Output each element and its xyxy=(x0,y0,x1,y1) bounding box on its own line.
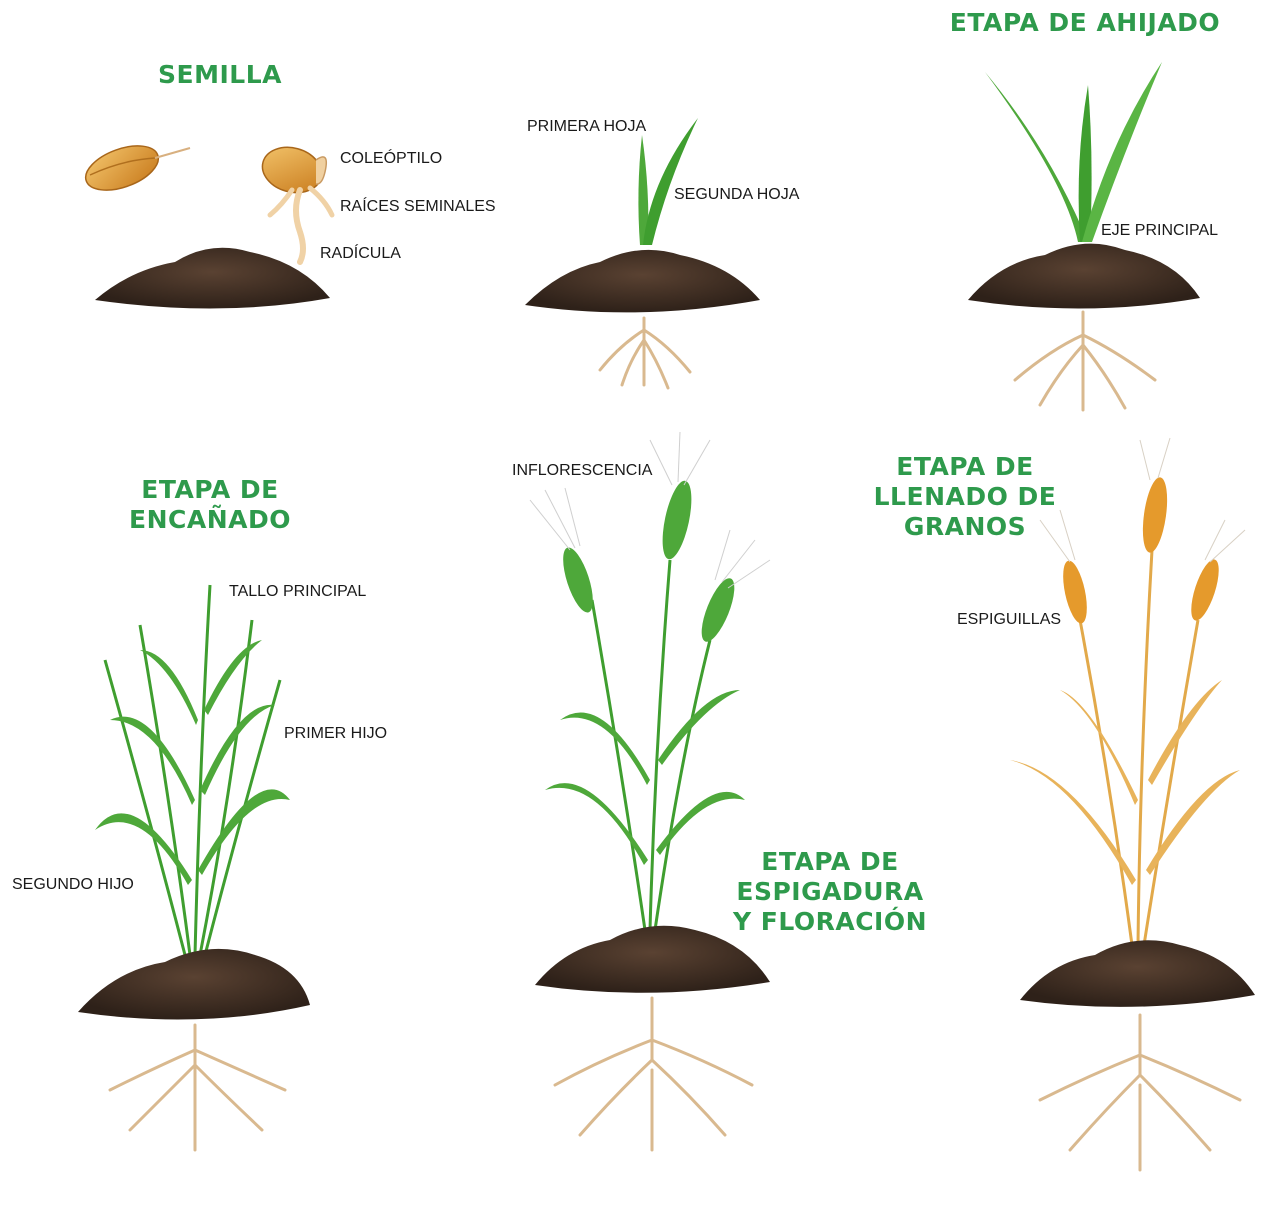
soil-mound-icon xyxy=(968,244,1200,309)
roots-icon xyxy=(555,998,752,1150)
label-primera-hoja: PRIMERA HOJA xyxy=(527,118,646,136)
stage-title-ahijado: ETAPA DE AHIJADO xyxy=(930,8,1240,38)
label-espiguillas: ESPIGUILLAS xyxy=(957,611,1061,629)
tillering-leaves-icon xyxy=(985,62,1162,242)
grain-filling-stage-illustration xyxy=(1010,438,1255,1170)
roots-icon xyxy=(1040,1015,1240,1170)
dry-wheat-plant-icon xyxy=(1080,550,1198,945)
soil-mound-icon xyxy=(1020,940,1255,1007)
seed-icon xyxy=(80,137,190,199)
golden-spike-icon xyxy=(1059,476,1225,626)
label-segundo-hijo: SEGUNDO HIJO xyxy=(12,876,134,894)
label-tallo-principal: TALLO PRINCIPAL xyxy=(229,583,366,601)
stage-title-encanado: ETAPA DE ENCAÑADO xyxy=(100,475,320,535)
stage-title-llenado: ETAPA DE LLENADO DE GRANOS xyxy=(855,452,1075,542)
stage-title-semilla: SEMILLA xyxy=(120,60,320,90)
seedling-leaves-icon xyxy=(638,118,698,245)
label-coleoptilo: COLEÓPTILO xyxy=(340,150,442,168)
roots-icon xyxy=(110,1025,285,1150)
green-spike-icon xyxy=(557,478,741,645)
label-primer-hijo: PRIMER HIJO xyxy=(284,725,387,743)
soil-mound-icon xyxy=(78,949,310,1020)
title-line: ETAPA DE xyxy=(855,452,1075,482)
title-line: ETAPA DE xyxy=(715,847,945,877)
title-line: ESPIGADURA xyxy=(715,877,945,907)
title-line: LLENADO DE xyxy=(855,482,1075,512)
green-wheat-plant-icon xyxy=(105,585,280,955)
label-raices-seminales: RAÍCES SEMINALES xyxy=(340,198,496,216)
label-eje-principal: EJE PRINCIPAL xyxy=(1101,222,1218,240)
label-segunda-hoja: SEGUNDA HOJA xyxy=(674,186,799,204)
title-line: SEMILLA xyxy=(120,60,320,90)
label-radicula: RADÍCULA xyxy=(320,245,401,263)
green-wheat-plant-icon xyxy=(592,560,710,930)
roots-icon xyxy=(600,318,690,388)
roots-icon xyxy=(1015,312,1155,410)
seedling-stage-illustration xyxy=(525,118,760,388)
label-inflorescencia: INFLORESCENCIA xyxy=(512,462,652,480)
germinating-seed-icon xyxy=(257,141,332,262)
green-leaves-icon xyxy=(545,690,745,865)
dry-leaves-icon xyxy=(1010,680,1240,885)
heading-stage-illustration xyxy=(530,432,770,1150)
seed-stage-illustration xyxy=(80,137,332,308)
stage-title-espigadura: ETAPA DE ESPIGADURA Y FLORACIÓN xyxy=(715,847,945,937)
green-leaves-icon xyxy=(95,640,290,885)
title-line: ETAPA DE xyxy=(100,475,320,505)
title-line: ETAPA DE AHIJADO xyxy=(930,8,1240,38)
title-line: GRANOS xyxy=(855,512,1075,542)
soil-mound-icon xyxy=(95,248,330,309)
title-line: ENCAÑADO xyxy=(100,505,320,535)
title-line: Y FLORACIÓN xyxy=(715,907,945,937)
stem-elongation-stage-illustration xyxy=(78,585,310,1150)
soil-mound-icon xyxy=(525,250,760,313)
